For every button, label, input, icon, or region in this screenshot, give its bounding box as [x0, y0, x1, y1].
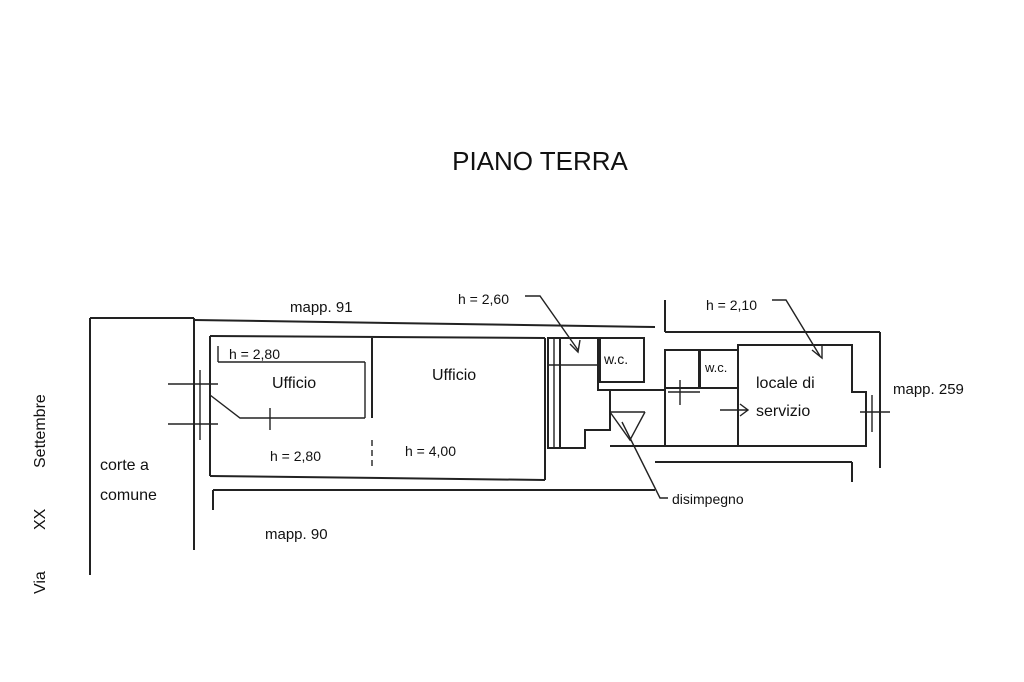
service-zone	[664, 344, 890, 447]
wc2-label: w.c.	[704, 360, 727, 375]
office-walls	[168, 335, 546, 481]
wc1-label: w.c.	[603, 351, 628, 367]
street-xx: XX	[32, 508, 49, 530]
street-settembre: Settembre	[32, 394, 49, 468]
service-area-leader	[772, 299, 823, 360]
wc-area-height: h = 2,60	[458, 291, 509, 307]
courtyard	[89, 317, 195, 575]
street-via: Via	[32, 571, 49, 594]
parcel-east: mapp. 259	[893, 381, 964, 398]
office1-height: h = 2,80	[229, 346, 280, 362]
office2-height: h = 4,00	[405, 443, 456, 459]
parcel-boundaries	[193, 300, 881, 510]
service-line1: locale di	[756, 375, 815, 392]
parcel-south: mapp. 90	[265, 526, 328, 543]
plan-title: PIANO TERRA	[452, 146, 628, 176]
street-label: Via XX Settembre	[32, 394, 49, 594]
service-area-height: h = 2,10	[706, 297, 757, 313]
wc-zone	[547, 337, 738, 449]
hallway-label: disimpegno	[672, 491, 744, 507]
courtyard-line1: corte a	[100, 457, 149, 474]
hallway-leader	[621, 421, 668, 499]
office1-lower-height: h = 2,80	[270, 448, 321, 464]
service-line2: servizio	[756, 403, 810, 420]
courtyard-line2: comune	[100, 487, 157, 504]
office1-label: Ufficio	[272, 375, 316, 392]
office2-label: Ufficio	[432, 367, 476, 384]
wc-area-leader	[525, 295, 581, 354]
parcel-north: mapp. 91	[290, 299, 353, 316]
